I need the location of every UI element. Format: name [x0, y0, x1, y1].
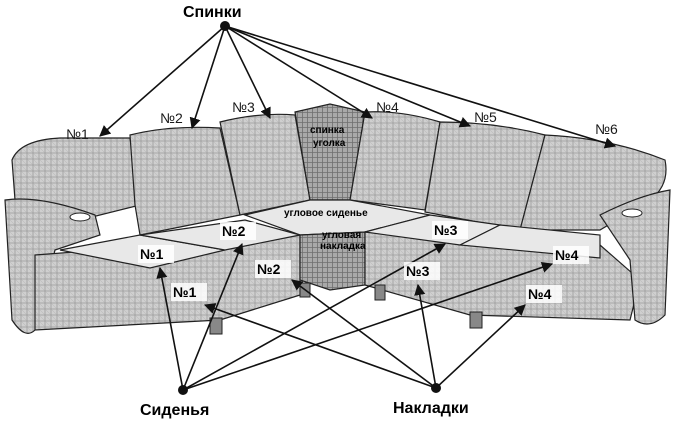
back-label-4: №4 [376, 99, 399, 115]
leg [375, 285, 385, 300]
back-label-1: №1 [66, 126, 89, 142]
backs-title: Спинки [183, 4, 242, 21]
pad-label-4: №4 [528, 286, 552, 302]
back-label-2: №2 [160, 110, 183, 126]
pad-label-1: №1 [173, 284, 197, 300]
corner-pad-label-line2: накладка [320, 241, 366, 252]
cup-holder [622, 209, 642, 217]
seat-label-1: №1 [140, 246, 164, 262]
seat-label-2: №2 [222, 223, 246, 239]
seat-label-3: №3 [434, 222, 458, 238]
back-label-5: №5 [474, 109, 497, 125]
corner-back-label-line1: спинка [310, 125, 345, 136]
pads-title: Накладки [393, 400, 469, 417]
seat-label-4: №4 [555, 247, 579, 263]
corner-back-label-line2: уголка [313, 138, 346, 149]
back-label-3: №3 [232, 99, 255, 115]
back-cushion-4 [350, 112, 440, 210]
pad-label-2: №2 [257, 261, 281, 277]
back-cushion-2 [130, 127, 240, 235]
pad-label-3: №3 [406, 263, 430, 279]
corner-pad-label-line1: угловая [322, 230, 361, 241]
corner-seat-label: угловое сиденье [284, 208, 368, 219]
back-label-6: №6 [595, 121, 618, 137]
seats-title: Сиденья [140, 402, 209, 419]
cup-holder [70, 213, 90, 221]
leg [470, 312, 482, 328]
